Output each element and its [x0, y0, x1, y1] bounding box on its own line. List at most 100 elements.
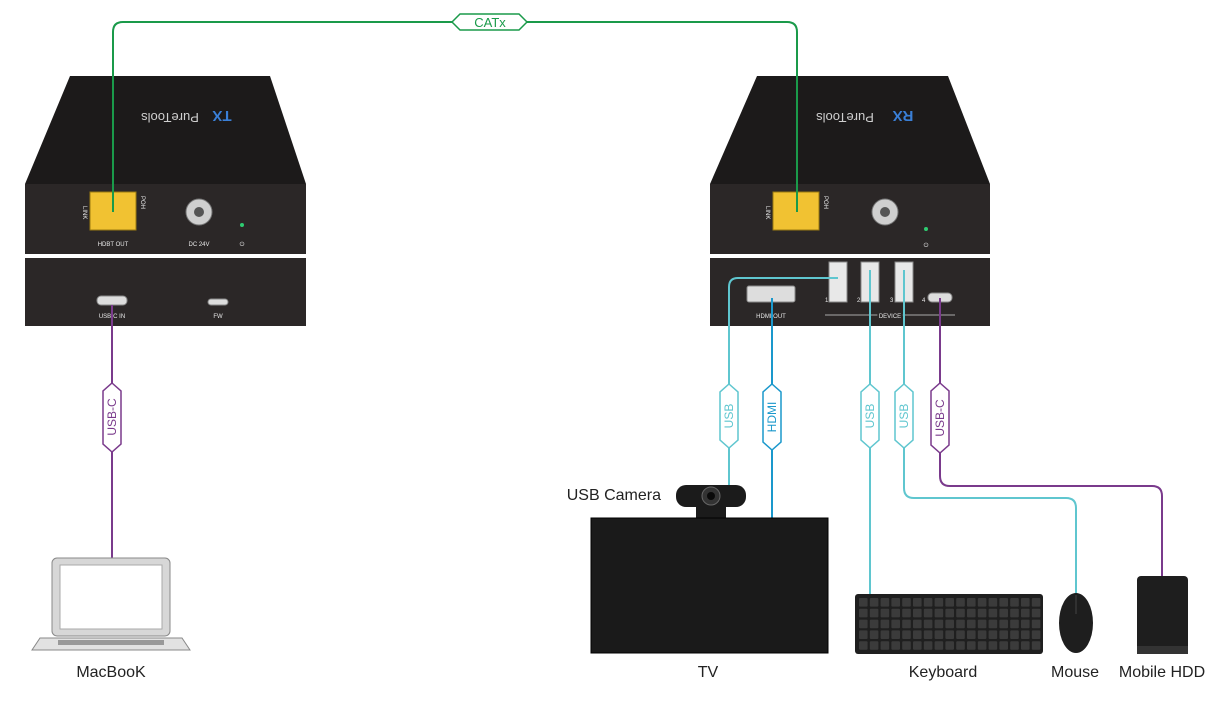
keyboard-key	[902, 608, 911, 618]
rx-poh-label: POH	[822, 196, 828, 209]
rx-port-num-3: 3	[890, 298, 894, 304]
keyboard-key	[988, 608, 998, 618]
keyboard-key	[967, 619, 976, 629]
keyboard-key	[869, 641, 879, 650]
keyboard-key	[1031, 630, 1041, 639]
keyboard-key	[869, 598, 879, 607]
keyboard-key	[934, 608, 944, 618]
usb-mouse-tag-shape	[894, 382, 914, 450]
keyboard-key	[999, 608, 1008, 618]
keyboard-key	[988, 641, 998, 650]
keyboard-key	[934, 641, 944, 650]
keyboard-key	[923, 630, 933, 639]
rx-top-panel	[710, 76, 990, 184]
usb-camera-tag-shape	[719, 382, 739, 450]
keyboard-key	[1021, 630, 1030, 639]
keyboard-key	[880, 630, 890, 639]
usbc-tx-tag: USB-C	[102, 381, 122, 454]
keyboard-key	[999, 598, 1008, 607]
tx-link-label: LINK	[81, 206, 87, 219]
hdmi-tag-shape	[762, 382, 782, 452]
mobile-hdd-icon	[1137, 576, 1188, 654]
usbc-hdd-label: USB-C	[933, 399, 947, 437]
keyboard-key	[891, 608, 900, 618]
keyboard-key	[1031, 619, 1041, 629]
keyboard-label: Keyboard	[909, 664, 978, 681]
rx-power-icon: ⏻	[924, 242, 929, 249]
rx-link-label: LINK	[764, 206, 770, 219]
macbook-label: MacBooK	[76, 664, 146, 681]
usb-keyboard-tag-shape	[860, 382, 880, 450]
usbc-tx-tag-shape	[102, 381, 122, 454]
mobile-hdd-label: Mobile HDD	[1119, 664, 1205, 681]
tv-screen	[590, 517, 829, 654]
keyboard-key	[956, 619, 965, 629]
rx-front-panel	[710, 184, 990, 254]
rx-brand-label: PureTools	[816, 110, 874, 125]
tx-fw-label: FW	[213, 314, 223, 320]
usb-camera-icon	[676, 485, 746, 519]
keyboard-key	[956, 641, 965, 650]
keyboard-key	[967, 641, 976, 650]
usbc-hdd-cable	[939, 298, 1163, 578]
keyboard-key	[956, 608, 965, 618]
usbc-tx-label: USB-C	[105, 398, 119, 436]
keyboard-key	[945, 630, 954, 639]
hdd-body	[1137, 576, 1188, 654]
tv-icon	[590, 517, 829, 654]
keyboard-key	[891, 598, 900, 607]
hdmi-label: HDMI	[765, 402, 779, 433]
keyboard-key	[913, 598, 922, 607]
tx-top-panel	[25, 76, 306, 184]
catx-tag-shape	[450, 13, 529, 31]
tx-power-icon: ⏻	[240, 241, 245, 248]
keyboard-key	[1021, 641, 1030, 650]
tx-dc-label: DC 24V	[188, 242, 209, 248]
keyboard-key	[956, 598, 965, 607]
keyboard-key	[859, 608, 868, 618]
keyboard-key	[923, 608, 933, 618]
keyboard-key	[977, 641, 987, 650]
keyboard-key	[902, 598, 911, 607]
rx-dc-jack-center	[880, 207, 890, 217]
keyboard-key	[934, 619, 944, 629]
tx-lower-panel	[25, 258, 306, 326]
keyboard-key	[945, 608, 954, 618]
mouse-body	[1059, 593, 1093, 653]
keyboard-key	[1021, 608, 1030, 618]
keyboard-key	[1010, 598, 1019, 607]
tx-power-led	[240, 223, 244, 227]
rx-port-num-1: 1	[825, 298, 829, 304]
hdd-bottom-strip	[1137, 646, 1188, 654]
usb-camera-cable	[728, 277, 838, 490]
usb-camera-label-device: USB Camera	[567, 487, 661, 504]
usb-mouse-cable	[903, 270, 1077, 596]
keyboard-key	[923, 641, 933, 650]
rx-usb-port-1	[828, 261, 848, 303]
camera-clip	[696, 507, 726, 519]
keyboard-key	[880, 641, 890, 650]
keyboard-key	[859, 598, 868, 607]
keyboard-key	[859, 619, 868, 629]
tx-usbc-port	[96, 295, 128, 306]
keyboard-key	[923, 598, 933, 607]
keyboard-key	[913, 619, 922, 629]
keyboard-key	[956, 630, 965, 639]
keyboard-key	[913, 608, 922, 618]
keyboard-key	[1010, 630, 1019, 639]
keyboard-key	[1031, 598, 1041, 607]
rx-model-label: RX	[893, 107, 914, 124]
rx-port-num-2: 2	[857, 298, 861, 304]
usbc-hdd-tag-shape	[930, 381, 950, 455]
catx-label: CATx	[474, 15, 506, 30]
keyboard-key	[1031, 641, 1041, 650]
tx-hdbt-out-label: HDBT OUT	[98, 242, 129, 248]
keyboard-key	[1010, 608, 1019, 618]
keyboard-key	[869, 619, 879, 629]
keyboard-key	[934, 630, 944, 639]
keyboard-key	[934, 598, 944, 607]
keyboard-key	[988, 630, 998, 639]
rx-port-num-4: 4	[922, 298, 926, 304]
